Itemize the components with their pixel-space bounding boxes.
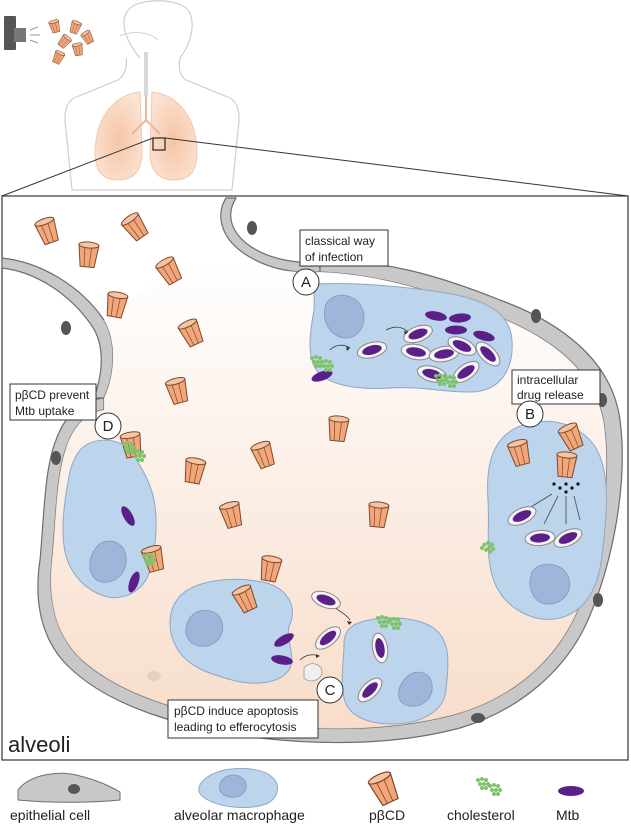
legend-pbcd-label: pβCD: [369, 807, 405, 823]
callout-b-line2: drug release: [517, 388, 584, 402]
macrophage-c-efferocytic: [341, 615, 449, 725]
zoom-box: [152, 137, 166, 151]
legend-pbcd: pβCD: [366, 769, 405, 823]
callout-d: pβCD prevent Mtb uptake D: [9, 383, 122, 440]
callout-b-letter: B: [525, 406, 535, 423]
legend-alveolar-macrophage-label: alveolar macrophage: [174, 807, 305, 823]
inhaled-cyclodextrin-particles: [48, 18, 96, 66]
zoom-line-left: [1, 137, 154, 197]
legend-mtb: Mtb: [556, 786, 584, 823]
callout-d-letter: D: [103, 418, 114, 435]
legend-cholesterol: cholesterol: [447, 777, 515, 823]
callout-c-line2: leading to efferocytosis: [174, 720, 297, 734]
macrophage-d: [62, 429, 168, 599]
callout-a-line1: classical way: [305, 234, 375, 248]
callout-c-line1: pβCD induce apoptosis: [174, 704, 298, 718]
macrophage-a: [309, 282, 513, 393]
legend-epithelial-cell: epithelial cell: [10, 772, 121, 823]
callout-a-letter: A: [301, 274, 311, 291]
callout-b-line1: intracellular: [517, 373, 578, 387]
legend-epithelial-cell-label: epithelial cell: [10, 807, 90, 823]
callout-c: C pβCD induce apoptosis leading to effer…: [167, 676, 344, 739]
callout-d-line2: Mtb uptake: [15, 404, 75, 418]
legend-cholesterol-label: cholesterol: [447, 807, 515, 823]
callout-a: classical way of infection A: [292, 229, 389, 296]
macrophage-c-apoptotic: [169, 553, 296, 684]
inhaler-icon: [4, 16, 40, 50]
legend-alveolar-macrophage: alveolar macrophage: [174, 767, 305, 823]
legend: epithelial cell alveolar macrophage pβCD…: [10, 767, 584, 823]
callout-b: intracellular drug release B: [511, 369, 601, 428]
lungs: [94, 91, 198, 181]
callout-a-line2: of infection: [305, 250, 363, 264]
callout-c-letter: C: [325, 682, 336, 699]
legend-mtb-label: Mtb: [556, 807, 580, 823]
macrophage-b: [478, 420, 607, 620]
apoptotic-bodies: [299, 587, 352, 682]
region-label: alveoli: [8, 732, 70, 757]
zoom-line-right: [164, 137, 629, 197]
callout-d-line1: pβCD prevent: [15, 388, 90, 402]
